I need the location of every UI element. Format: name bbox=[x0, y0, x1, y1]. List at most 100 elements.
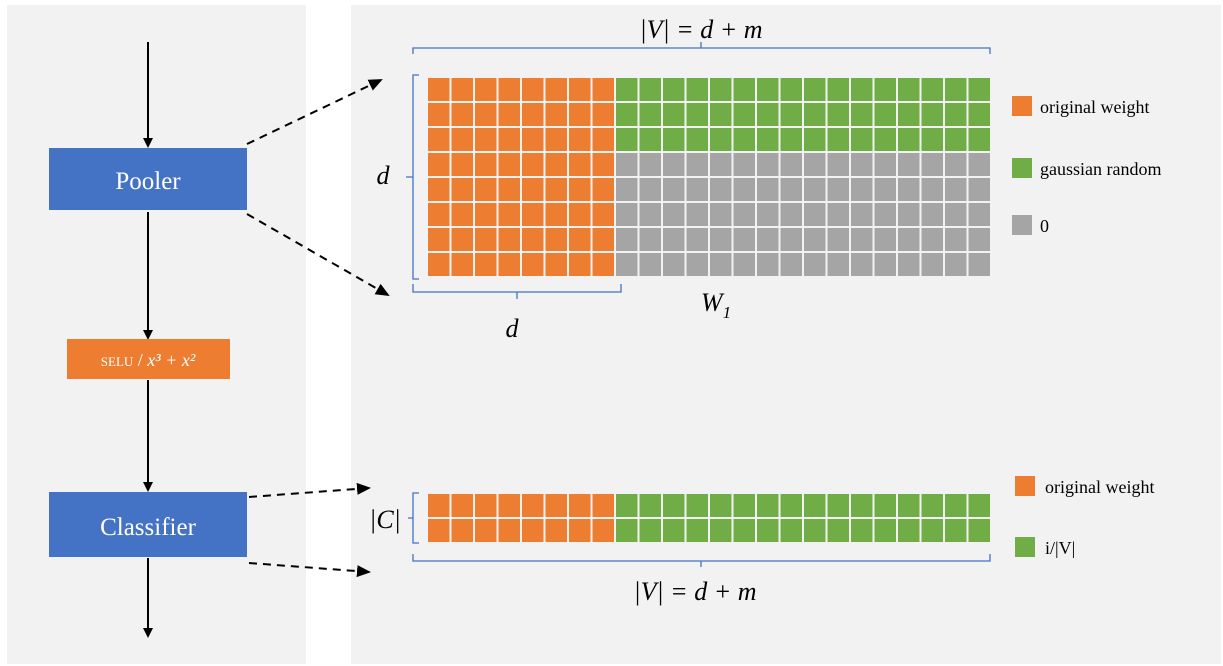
w1-cell bbox=[710, 203, 732, 226]
w1-cell bbox=[616, 128, 638, 151]
w1-cell bbox=[475, 103, 497, 126]
w1-cell bbox=[921, 178, 943, 201]
classifier-cell bbox=[804, 519, 826, 542]
w1-cell bbox=[592, 228, 614, 251]
w1-cell bbox=[874, 253, 896, 276]
w1-cell bbox=[804, 103, 826, 126]
w1-cell bbox=[757, 128, 779, 151]
w1-cell bbox=[733, 203, 755, 226]
w1-cell bbox=[522, 253, 544, 276]
w1-cell bbox=[804, 253, 826, 276]
w1-cell bbox=[545, 228, 567, 251]
w1-cell bbox=[545, 253, 567, 276]
w1-cell bbox=[522, 228, 544, 251]
w1-top-bracket bbox=[412, 42, 991, 54]
classifier-cell bbox=[616, 519, 638, 542]
w1-cell bbox=[686, 203, 708, 226]
w1-cell bbox=[428, 128, 450, 151]
w1-cell bbox=[663, 78, 685, 101]
classifier-legend-ratio: i/|V| bbox=[1015, 537, 1075, 558]
w1-left-label: d bbox=[377, 161, 391, 190]
activation-formula: x³ + x² bbox=[146, 350, 196, 370]
w1-cell bbox=[498, 253, 520, 276]
w1-cell bbox=[498, 103, 520, 126]
classifier-cell bbox=[968, 519, 990, 542]
w1-cell bbox=[592, 203, 614, 226]
w1-cell bbox=[921, 103, 943, 126]
classifier-bottom-label: |V| = d + m bbox=[633, 577, 756, 606]
w1-cell bbox=[451, 253, 473, 276]
w1-cell bbox=[639, 253, 661, 276]
classifier-cell bbox=[451, 494, 473, 517]
w1-cell bbox=[827, 203, 849, 226]
w1-cell bbox=[545, 153, 567, 176]
w1-cell bbox=[639, 103, 661, 126]
w1-cell bbox=[851, 128, 873, 151]
w1-cell bbox=[710, 228, 732, 251]
classifier-cell bbox=[733, 494, 755, 517]
w1-cell bbox=[968, 228, 990, 251]
w1-cell bbox=[451, 153, 473, 176]
w1-cell bbox=[545, 128, 567, 151]
w1-cell bbox=[639, 178, 661, 201]
w1-cell bbox=[945, 228, 967, 251]
w1-cell bbox=[945, 253, 967, 276]
w1-cell bbox=[945, 78, 967, 101]
classifier-cell bbox=[804, 494, 826, 517]
classifier-cell bbox=[710, 494, 732, 517]
w1-grid bbox=[428, 78, 990, 276]
classifier-cell bbox=[757, 494, 779, 517]
w1-cell bbox=[827, 103, 849, 126]
w1-cell bbox=[592, 78, 614, 101]
w1-cell bbox=[639, 153, 661, 176]
w1-cell bbox=[428, 153, 450, 176]
w1-cell bbox=[522, 203, 544, 226]
w1-cell bbox=[686, 228, 708, 251]
w1-cell bbox=[898, 128, 920, 151]
w1-cell bbox=[569, 103, 591, 126]
w1-cell bbox=[545, 78, 567, 101]
classifier-cell bbox=[498, 494, 520, 517]
w1-cell bbox=[733, 128, 755, 151]
classifier-cell bbox=[968, 494, 990, 517]
w1-cell bbox=[569, 228, 591, 251]
activation-separator: / bbox=[133, 350, 147, 370]
w1-cell bbox=[663, 228, 685, 251]
classifier-grid bbox=[428, 494, 990, 542]
classifier-cell bbox=[874, 494, 896, 517]
classifier-cell bbox=[851, 519, 873, 542]
classifier-cell bbox=[451, 519, 473, 542]
w1-cell bbox=[757, 228, 779, 251]
w1-cell bbox=[851, 178, 873, 201]
w1-cell bbox=[569, 203, 591, 226]
w1-cell bbox=[545, 103, 567, 126]
w1-cell bbox=[639, 203, 661, 226]
w1-left-bracket bbox=[406, 74, 419, 280]
classifier-cell bbox=[851, 494, 873, 517]
w1-cell bbox=[804, 178, 826, 201]
w1-legend: original weight gaussian random 0 bbox=[1012, 96, 1161, 236]
w1-cell bbox=[686, 103, 708, 126]
w1-cell bbox=[968, 153, 990, 176]
w1-cell bbox=[921, 78, 943, 101]
w1-cell bbox=[710, 103, 732, 126]
w1-cell bbox=[921, 203, 943, 226]
svg-text:SELU / x³ + x²: SELU / x³ + x² bbox=[101, 350, 196, 370]
classifier-cell bbox=[592, 494, 614, 517]
w1-cell bbox=[804, 153, 826, 176]
classifier-cell bbox=[733, 519, 755, 542]
w1-cell bbox=[616, 78, 638, 101]
classifier-cell bbox=[780, 519, 802, 542]
w1-cell bbox=[921, 128, 943, 151]
w1-cell bbox=[639, 228, 661, 251]
w1-cell bbox=[710, 153, 732, 176]
w1-cell bbox=[780, 228, 802, 251]
w1-cell bbox=[945, 203, 967, 226]
classifier-cell bbox=[686, 494, 708, 517]
w1-cell bbox=[522, 103, 544, 126]
classifier-cell bbox=[921, 494, 943, 517]
activation-box: SELU / x³ + x² bbox=[67, 339, 230, 379]
classifier-cell bbox=[874, 519, 896, 542]
w1-cell bbox=[616, 153, 638, 176]
